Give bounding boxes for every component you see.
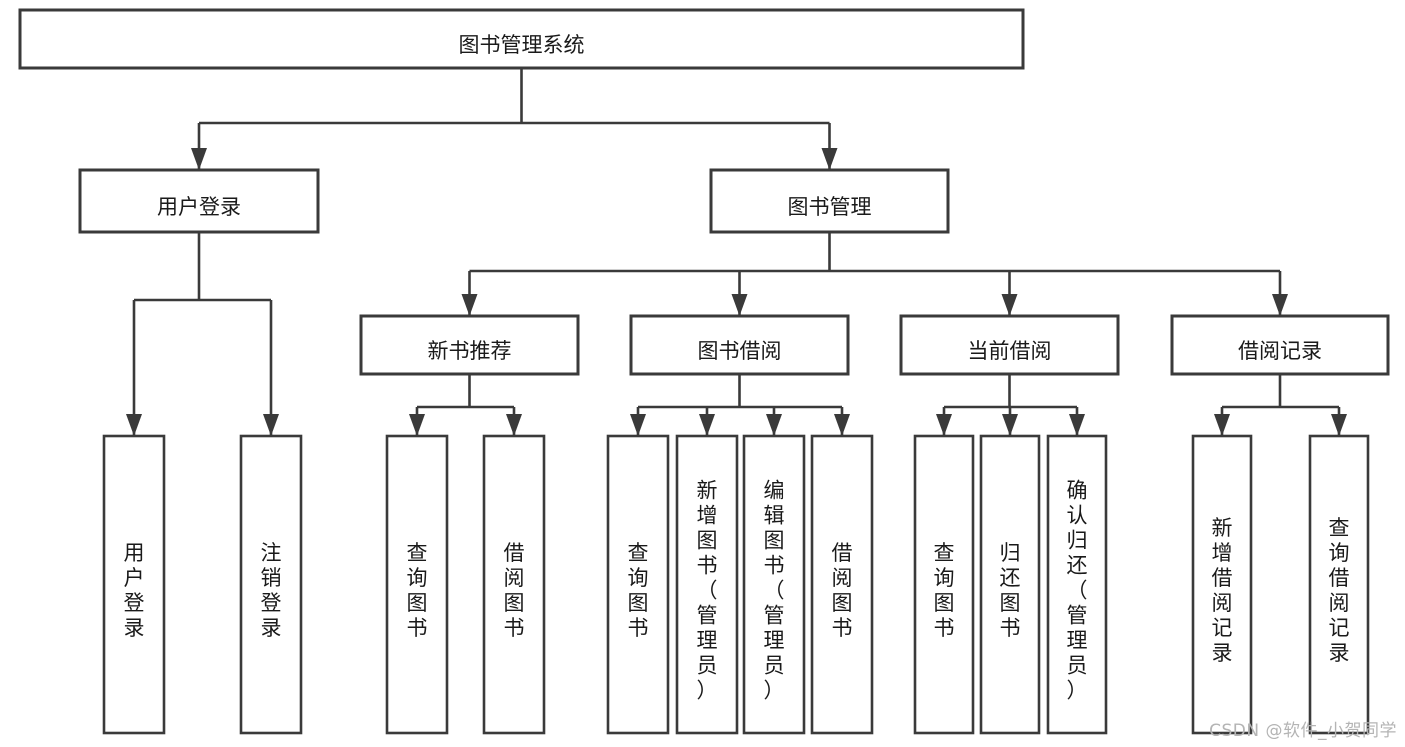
node-new-book-recommend[interactable]: 新书推荐 (359, 314, 580, 376)
node-box-logout[interactable] (239, 434, 303, 735)
arrow-head-icon (1331, 414, 1347, 436)
node-borrow-books-1[interactable]: 借阅图书 (482, 434, 546, 735)
node-label-query-books-1: 查询图书 (407, 541, 428, 640)
node-box-root[interactable] (18, 8, 1025, 70)
node-logout[interactable]: 注销登录 (239, 434, 303, 735)
node-box-query-books-2[interactable] (606, 434, 670, 735)
arrow-head-icon (630, 414, 646, 436)
node-book-borrow[interactable]: 图书借阅 (629, 314, 850, 376)
node-label-login: 用户登录 (124, 541, 145, 640)
arrow-head-icon (263, 414, 279, 436)
node-box-book-borrow[interactable] (629, 314, 850, 376)
arrow-head-icon (461, 294, 478, 316)
node-box-borrow-books-1[interactable] (482, 434, 546, 735)
node-label-borrow-books-1: 借阅图书 (504, 541, 525, 640)
node-box-current-borrow[interactable] (899, 314, 1120, 376)
node-label-query-books-2: 查询图书 (628, 541, 649, 640)
node-box-query-books-3[interactable] (913, 434, 975, 735)
arrow-head-icon (1002, 414, 1018, 436)
node-box-add-borrow-record[interactable] (1191, 434, 1253, 735)
node-label-query-books-3: 查询图书 (934, 541, 955, 640)
node-label-root: 图书管理系统 (459, 33, 585, 57)
arrow-head-icon (834, 414, 850, 436)
arrow-head-icon (1214, 414, 1230, 436)
arrow-head-icon (506, 414, 522, 436)
node-box-login[interactable] (102, 434, 166, 735)
node-query-books-3[interactable]: 查询图书 (913, 434, 975, 735)
node-label-edit-book-admin: 编辑图书（管理员） (764, 479, 785, 703)
node-query-books-2[interactable]: 查询图书 (606, 434, 670, 735)
node-boxes-layer: 图书管理系统用户登录图书管理用户登录注销登录新书推荐查询图书借阅图书图书借阅查询… (18, 8, 1390, 735)
node-box-borrow-records[interactable] (1170, 314, 1390, 376)
node-query-books-1[interactable]: 查询图书 (385, 434, 449, 735)
node-return-books[interactable]: 归还图书 (979, 434, 1041, 735)
node-box-query-books-1[interactable] (385, 434, 449, 735)
node-box-return-books[interactable] (979, 434, 1041, 735)
node-label-confirm-return-admin: 确认归还（管理员） (1067, 479, 1088, 703)
node-box-edit-book-admin[interactable] (742, 434, 806, 735)
node-label-book-management: 图书管理 (788, 195, 872, 219)
node-box-borrow-books-2[interactable] (810, 434, 874, 735)
node-label-return-books: 归还图书 (1000, 541, 1021, 640)
node-label-add-book-admin: 新增图书（管理员） (697, 479, 718, 703)
node-query-borrow-record[interactable]: 查询借阅记录 (1308, 434, 1370, 735)
node-edit-book-admin[interactable]: 编辑图书（管理员） (742, 434, 806, 735)
node-label-borrow-books-2: 借阅图书 (832, 541, 853, 640)
arrow-head-icon (699, 414, 715, 436)
arrow-head-icon (766, 414, 782, 436)
node-label-book-borrow: 图书借阅 (698, 339, 782, 363)
arrow-head-icon (731, 294, 748, 316)
node-borrow-records[interactable]: 借阅记录 (1170, 314, 1390, 376)
arrow-head-icon (1069, 414, 1085, 436)
node-box-user-login[interactable] (78, 168, 320, 234)
node-confirm-return-admin[interactable]: 确认归还（管理员） (1046, 434, 1108, 735)
node-user-login[interactable]: 用户登录 (78, 168, 320, 234)
node-box-book-management[interactable] (709, 168, 950, 234)
arrow-head-icon (936, 414, 952, 436)
connector-links-layer (126, 68, 1347, 436)
node-root[interactable]: 图书管理系统 (18, 8, 1025, 70)
node-label-current-borrow: 当前借阅 (968, 339, 1052, 363)
node-box-new-book-recommend[interactable] (359, 314, 580, 376)
node-login[interactable]: 用户登录 (102, 434, 166, 735)
node-book-management[interactable]: 图书管理 (709, 168, 950, 234)
node-box-add-book-admin[interactable] (675, 434, 739, 735)
node-label-borrow-records: 借阅记录 (1238, 339, 1322, 363)
node-label-add-borrow-record: 新增借阅记录 (1212, 516, 1233, 665)
node-add-book-admin[interactable]: 新增图书（管理员） (675, 434, 739, 735)
arrow-head-icon (191, 148, 207, 170)
node-add-borrow-record[interactable]: 新增借阅记录 (1191, 434, 1253, 735)
arrow-head-icon (821, 148, 838, 170)
node-box-confirm-return-admin[interactable] (1046, 434, 1108, 735)
arrow-head-icon (1272, 294, 1288, 316)
arrow-head-icon (1001, 294, 1018, 316)
node-current-borrow[interactable]: 当前借阅 (899, 314, 1120, 376)
arrow-head-icon (126, 414, 142, 436)
node-borrow-books-2[interactable]: 借阅图书 (810, 434, 874, 735)
node-box-query-borrow-record[interactable] (1308, 434, 1370, 735)
node-label-user-login: 用户登录 (157, 195, 241, 219)
arrow-head-icon (409, 414, 425, 436)
node-label-logout: 注销登录 (261, 541, 282, 640)
node-label-query-borrow-record: 查询借阅记录 (1329, 516, 1350, 665)
node-label-new-book-recommend: 新书推荐 (428, 339, 512, 363)
